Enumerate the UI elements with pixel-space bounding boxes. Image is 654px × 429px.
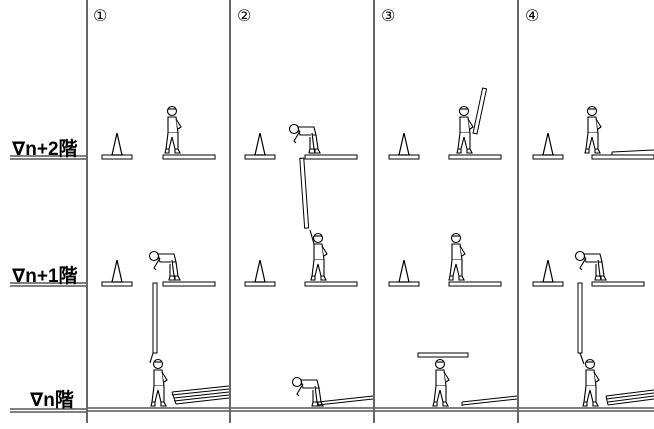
pipe-stack [606, 390, 654, 405]
pipe-stack [462, 396, 517, 406]
pipe [473, 88, 486, 134]
floor-slab [102, 155, 132, 159]
floor-slab [163, 155, 215, 159]
panel-borders [87, 0, 518, 423]
pipe [418, 353, 468, 357]
panel-3 [375, 88, 517, 411]
floor-label-underlines [10, 156, 86, 412]
panel-1 [88, 107, 229, 412]
panel-2 [231, 125, 373, 412]
pipe [578, 283, 582, 353]
pipe-stack [612, 150, 654, 155]
pipe [153, 283, 157, 353]
panel-4 [519, 107, 654, 412]
pipe-stack [172, 386, 229, 404]
pipe [300, 158, 309, 228]
pipe-stack [318, 396, 373, 406]
